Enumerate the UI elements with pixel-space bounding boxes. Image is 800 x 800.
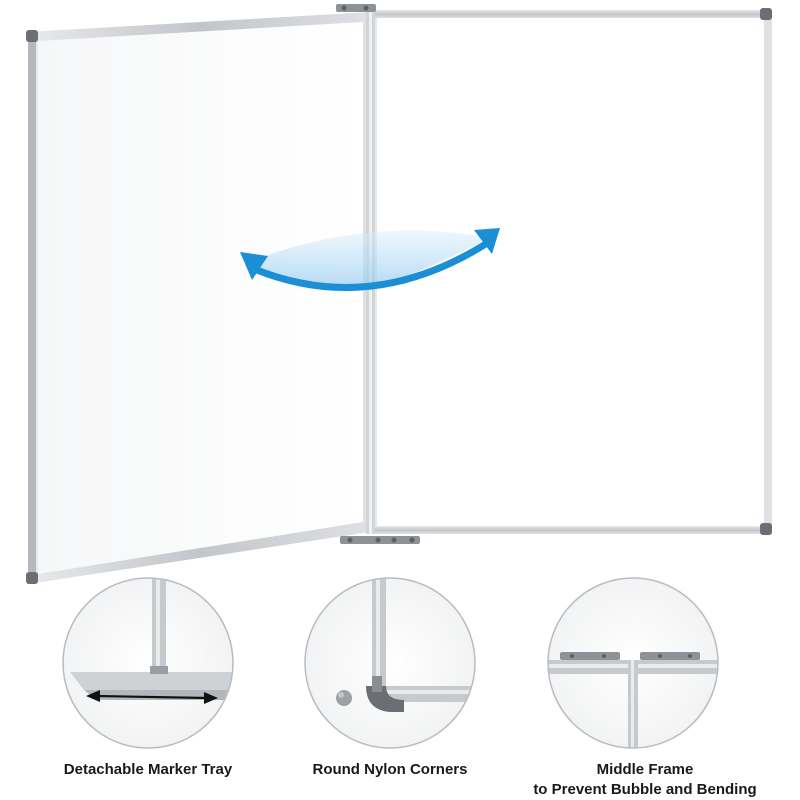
hinge-icon <box>340 536 420 544</box>
caption-middle-frame-line1: Middle Frame <box>596 761 694 778</box>
marker-tray-detail <box>62 577 234 749</box>
caption-middle-frame-line2: to Prevent Bubble and Bending <box>533 781 757 798</box>
double-arrow-icon <box>86 690 218 704</box>
caption-marker-tray: Detachable Marker Tray <box>28 760 268 780</box>
caption-nylon-corners: Round Nylon Corners <box>280 760 500 780</box>
nylon-corner-detail <box>304 577 476 749</box>
corner-cap-top-left <box>26 30 38 42</box>
hinge-icon <box>336 4 376 12</box>
caption-nylon-corners-text: Round Nylon Corners <box>312 761 468 778</box>
corner-cap-top-right <box>760 8 772 20</box>
nylon-cap-icon <box>336 690 352 706</box>
rotation-arrow-icon <box>240 228 500 291</box>
caption-middle-frame: Middle Frame to Prevent Bubble and Bendi… <box>505 760 785 800</box>
caption-marker-tray-text: Detachable Marker Tray <box>63 761 233 778</box>
corner-cap-bottom-left <box>26 572 38 584</box>
corner-cap-bottom-right <box>760 523 772 535</box>
left-board-panel <box>26 12 370 584</box>
middle-frame-detail <box>547 577 719 749</box>
